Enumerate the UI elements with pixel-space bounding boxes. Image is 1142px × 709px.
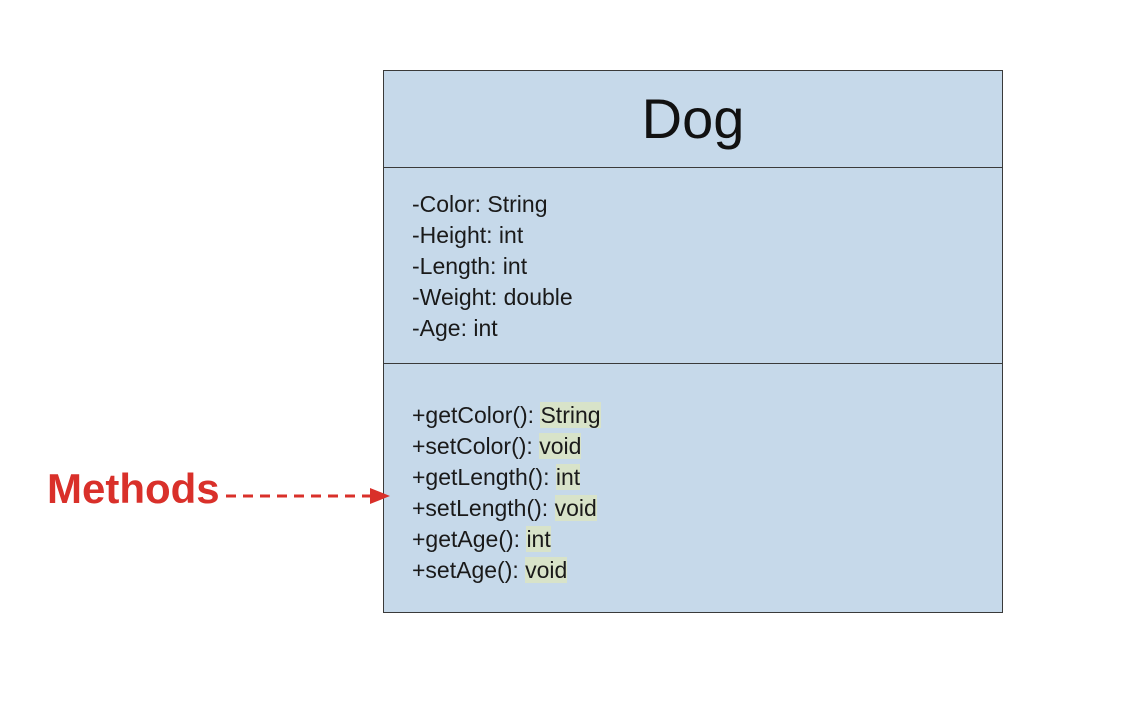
method-signature: +getLength(): xyxy=(412,464,556,490)
method-return-type: int xyxy=(526,526,551,552)
attribute-height: -Height: int xyxy=(412,222,524,248)
method-signature: +getColor(): xyxy=(412,402,541,428)
class-name: Dog xyxy=(641,87,745,150)
method-set-age: +setAge(): void xyxy=(412,555,601,586)
method-signature: +setAge(): xyxy=(412,557,526,583)
attributes-compartment: -Color: String -Height: int -Length: int… xyxy=(384,168,1002,364)
method-signature: +getAge(): xyxy=(412,526,527,552)
method-list: +getColor(): String +setColor(): void +g… xyxy=(412,400,601,586)
methods-annotation-label: Methods xyxy=(47,465,220,512)
method-set-length: +setLength(): void xyxy=(412,493,601,524)
method-signature: +setColor(): xyxy=(412,433,540,459)
uml-class-box: Dog -Color: String -Height: int -Length:… xyxy=(383,70,1003,613)
method-return-type: void xyxy=(525,557,568,583)
method-return-type: void xyxy=(554,495,597,521)
method-get-color: +getColor(): String xyxy=(412,400,601,431)
attribute-age: -Age: int xyxy=(412,315,498,341)
attribute-length: -Length: int xyxy=(412,253,528,279)
method-return-type: void xyxy=(539,433,582,459)
method-get-age: +getAge(): int xyxy=(412,524,601,555)
method-return-type: String xyxy=(540,402,601,428)
method-signature: +setLength(): xyxy=(412,495,555,521)
method-get-length: +getLength(): int xyxy=(412,462,601,493)
attribute-list: -Color: String -Height: int -Length: int… xyxy=(412,189,573,344)
class-name-compartment: Dog xyxy=(384,71,1002,168)
attribute-weight: -Weight: double xyxy=(412,284,573,310)
method-set-color: +setColor(): void xyxy=(412,431,601,462)
methods-compartment: +getColor(): String +setColor(): void +g… xyxy=(384,364,1002,612)
attribute-color: -Color: String xyxy=(412,191,548,217)
dashed-arrow-icon xyxy=(226,488,390,504)
method-return-type: int xyxy=(555,464,581,490)
